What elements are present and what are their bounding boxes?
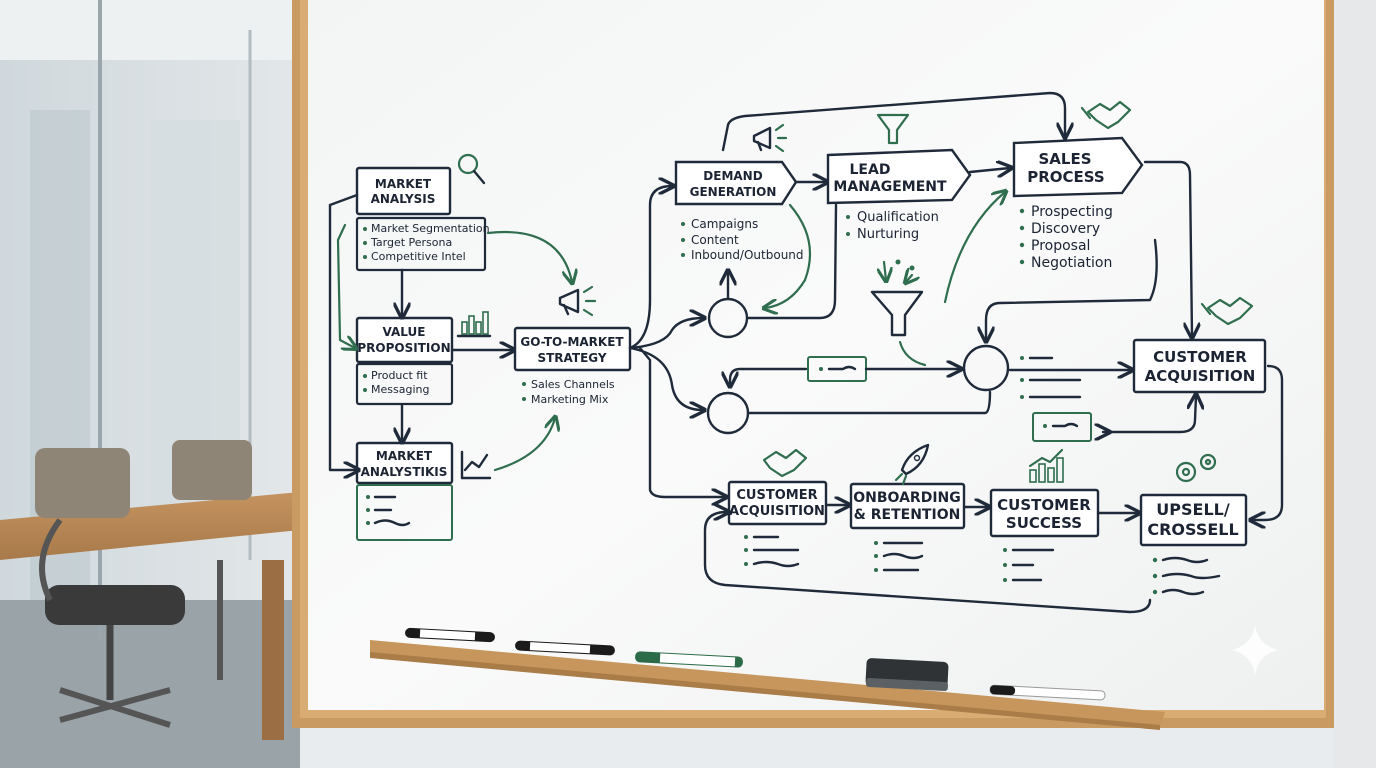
demand-bullet: Content	[691, 233, 739, 247]
sales-bullet: Prospecting	[1031, 204, 1113, 220]
bar-chart-icon	[1028, 448, 1064, 483]
customer-acq-right-title-2: ACQUISITION	[1145, 367, 1256, 385]
gtm-title-2: STRATEGY	[537, 351, 606, 365]
gtm-title-1: GO-TO-MARKET	[520, 335, 624, 349]
funnel-icon	[876, 113, 910, 145]
value-proposition-title-2: PROPOSITION	[357, 341, 450, 355]
lead-management-node: LEAD MANAGEMENT Qualification Nurturing	[826, 148, 972, 242]
onboarding-title-1: ONBOARDING	[853, 490, 960, 506]
upsell-title-2: CROSSELL	[1147, 520, 1238, 539]
sales-title-1: SALES	[1038, 150, 1091, 168]
lead-title-2: MANAGEMENT	[833, 179, 947, 195]
background-office	[0, 0, 300, 768]
success-title-1: CUSTOMER	[997, 496, 1091, 514]
megaphone-icon	[558, 285, 597, 317]
market-analytics-title-1: MARKET	[376, 449, 433, 463]
sales-title-2: PROCESS	[1027, 168, 1104, 186]
market-analysis-bullet: Competitive Intel	[371, 250, 466, 263]
conference-table	[0, 492, 300, 740]
gtm-diagram: MARKET ANALYSIS Market Segmentation Targ…	[328, 91, 1284, 614]
gtm-strategy-node: GO-TO-MARKET STRATEGY Sales Channels Mar…	[513, 326, 632, 406]
sales-process-node: SALES PROCESS Prospecting Discovery Prop…	[1012, 136, 1144, 271]
onboarding-retention-node: ONBOARDING & RETENTION	[849, 482, 966, 572]
marker[interactable]	[635, 651, 743, 668]
bar-chart-icon	[456, 311, 492, 338]
market-analysis-bullet: Target Persona	[370, 236, 452, 249]
gears-icon	[1175, 453, 1217, 483]
value-proposition-bullet: Messaging	[371, 383, 429, 396]
demand-generation-node: DEMAND GENERATION Campaigns Content Inbo…	[674, 160, 804, 262]
onboarding-title-2: & RETENTION	[854, 507, 961, 523]
demand-bullet: Campaigns	[691, 217, 758, 231]
value-proposition-title-1: VALUE	[383, 325, 426, 339]
office-chair	[35, 440, 252, 728]
rocket-icon	[894, 443, 930, 486]
value-proposition-bullet: Product fit	[371, 369, 428, 382]
lead-bullet: Nurturing	[857, 227, 919, 242]
sales-bullet: Discovery	[1031, 221, 1100, 237]
success-title-2: SUCCESS	[1006, 514, 1082, 532]
handshake-icon	[762, 448, 808, 478]
sales-bullet: Negotiation	[1031, 255, 1112, 271]
marker[interactable]	[405, 627, 495, 643]
market-analysis-bullet: Market Segmentation	[371, 222, 490, 235]
customer-success-node: CUSTOMER SUCCESS	[989, 488, 1100, 582]
gtm-bullet: Sales Channels	[531, 378, 615, 391]
magnifier-icon	[457, 153, 486, 185]
lead-bullet: Qualification	[857, 210, 939, 225]
sales-bullet: Proposal	[1031, 238, 1090, 254]
funnel-icon	[870, 259, 924, 337]
handshake-icon	[1200, 296, 1254, 326]
sparkle-icon	[1232, 625, 1278, 675]
demand-title-2: GENERATION	[690, 185, 777, 199]
upsell-crossell-node: UPSELL/ CROSSELL	[1139, 493, 1248, 596]
gtm-bullet: Marketing Mix	[531, 393, 609, 406]
customer-acq-bottom-title-1: CUSTOMER	[736, 488, 817, 503]
customer-acq-bottom-title-2: ACQUISITION	[729, 504, 825, 519]
upsell-title-1: UPSELL/	[1156, 500, 1230, 519]
handshake-icon	[1080, 100, 1132, 130]
demand-bullet: Inbound/Outbound	[691, 248, 804, 262]
marker-tray	[370, 627, 1165, 730]
customer-acquisition-bottom-node: CUSTOMER ACQUISITION	[727, 480, 828, 568]
marker[interactable]	[989, 684, 1106, 701]
market-analysis-title-2: ANALYSIS	[371, 192, 436, 206]
megaphone-icon	[752, 123, 788, 153]
marker[interactable]	[515, 640, 615, 656]
market-analysis-title-1: MARKET	[375, 177, 432, 191]
line-chart-icon	[460, 450, 492, 480]
lead-title-1: LEAD	[850, 162, 891, 178]
demand-title-1: DEMAND	[703, 169, 762, 183]
market-analysis-node: MARKET ANALYSIS Market Segmentation Targ…	[355, 166, 490, 272]
customer-acquisition-right-node: CUSTOMER ACQUISITION	[1132, 338, 1267, 394]
eraser[interactable]	[865, 658, 949, 691]
customer-acq-right-title-1: CUSTOMER	[1153, 348, 1247, 366]
market-analytics-title-2: ANALYSTIKIS	[361, 465, 448, 479]
